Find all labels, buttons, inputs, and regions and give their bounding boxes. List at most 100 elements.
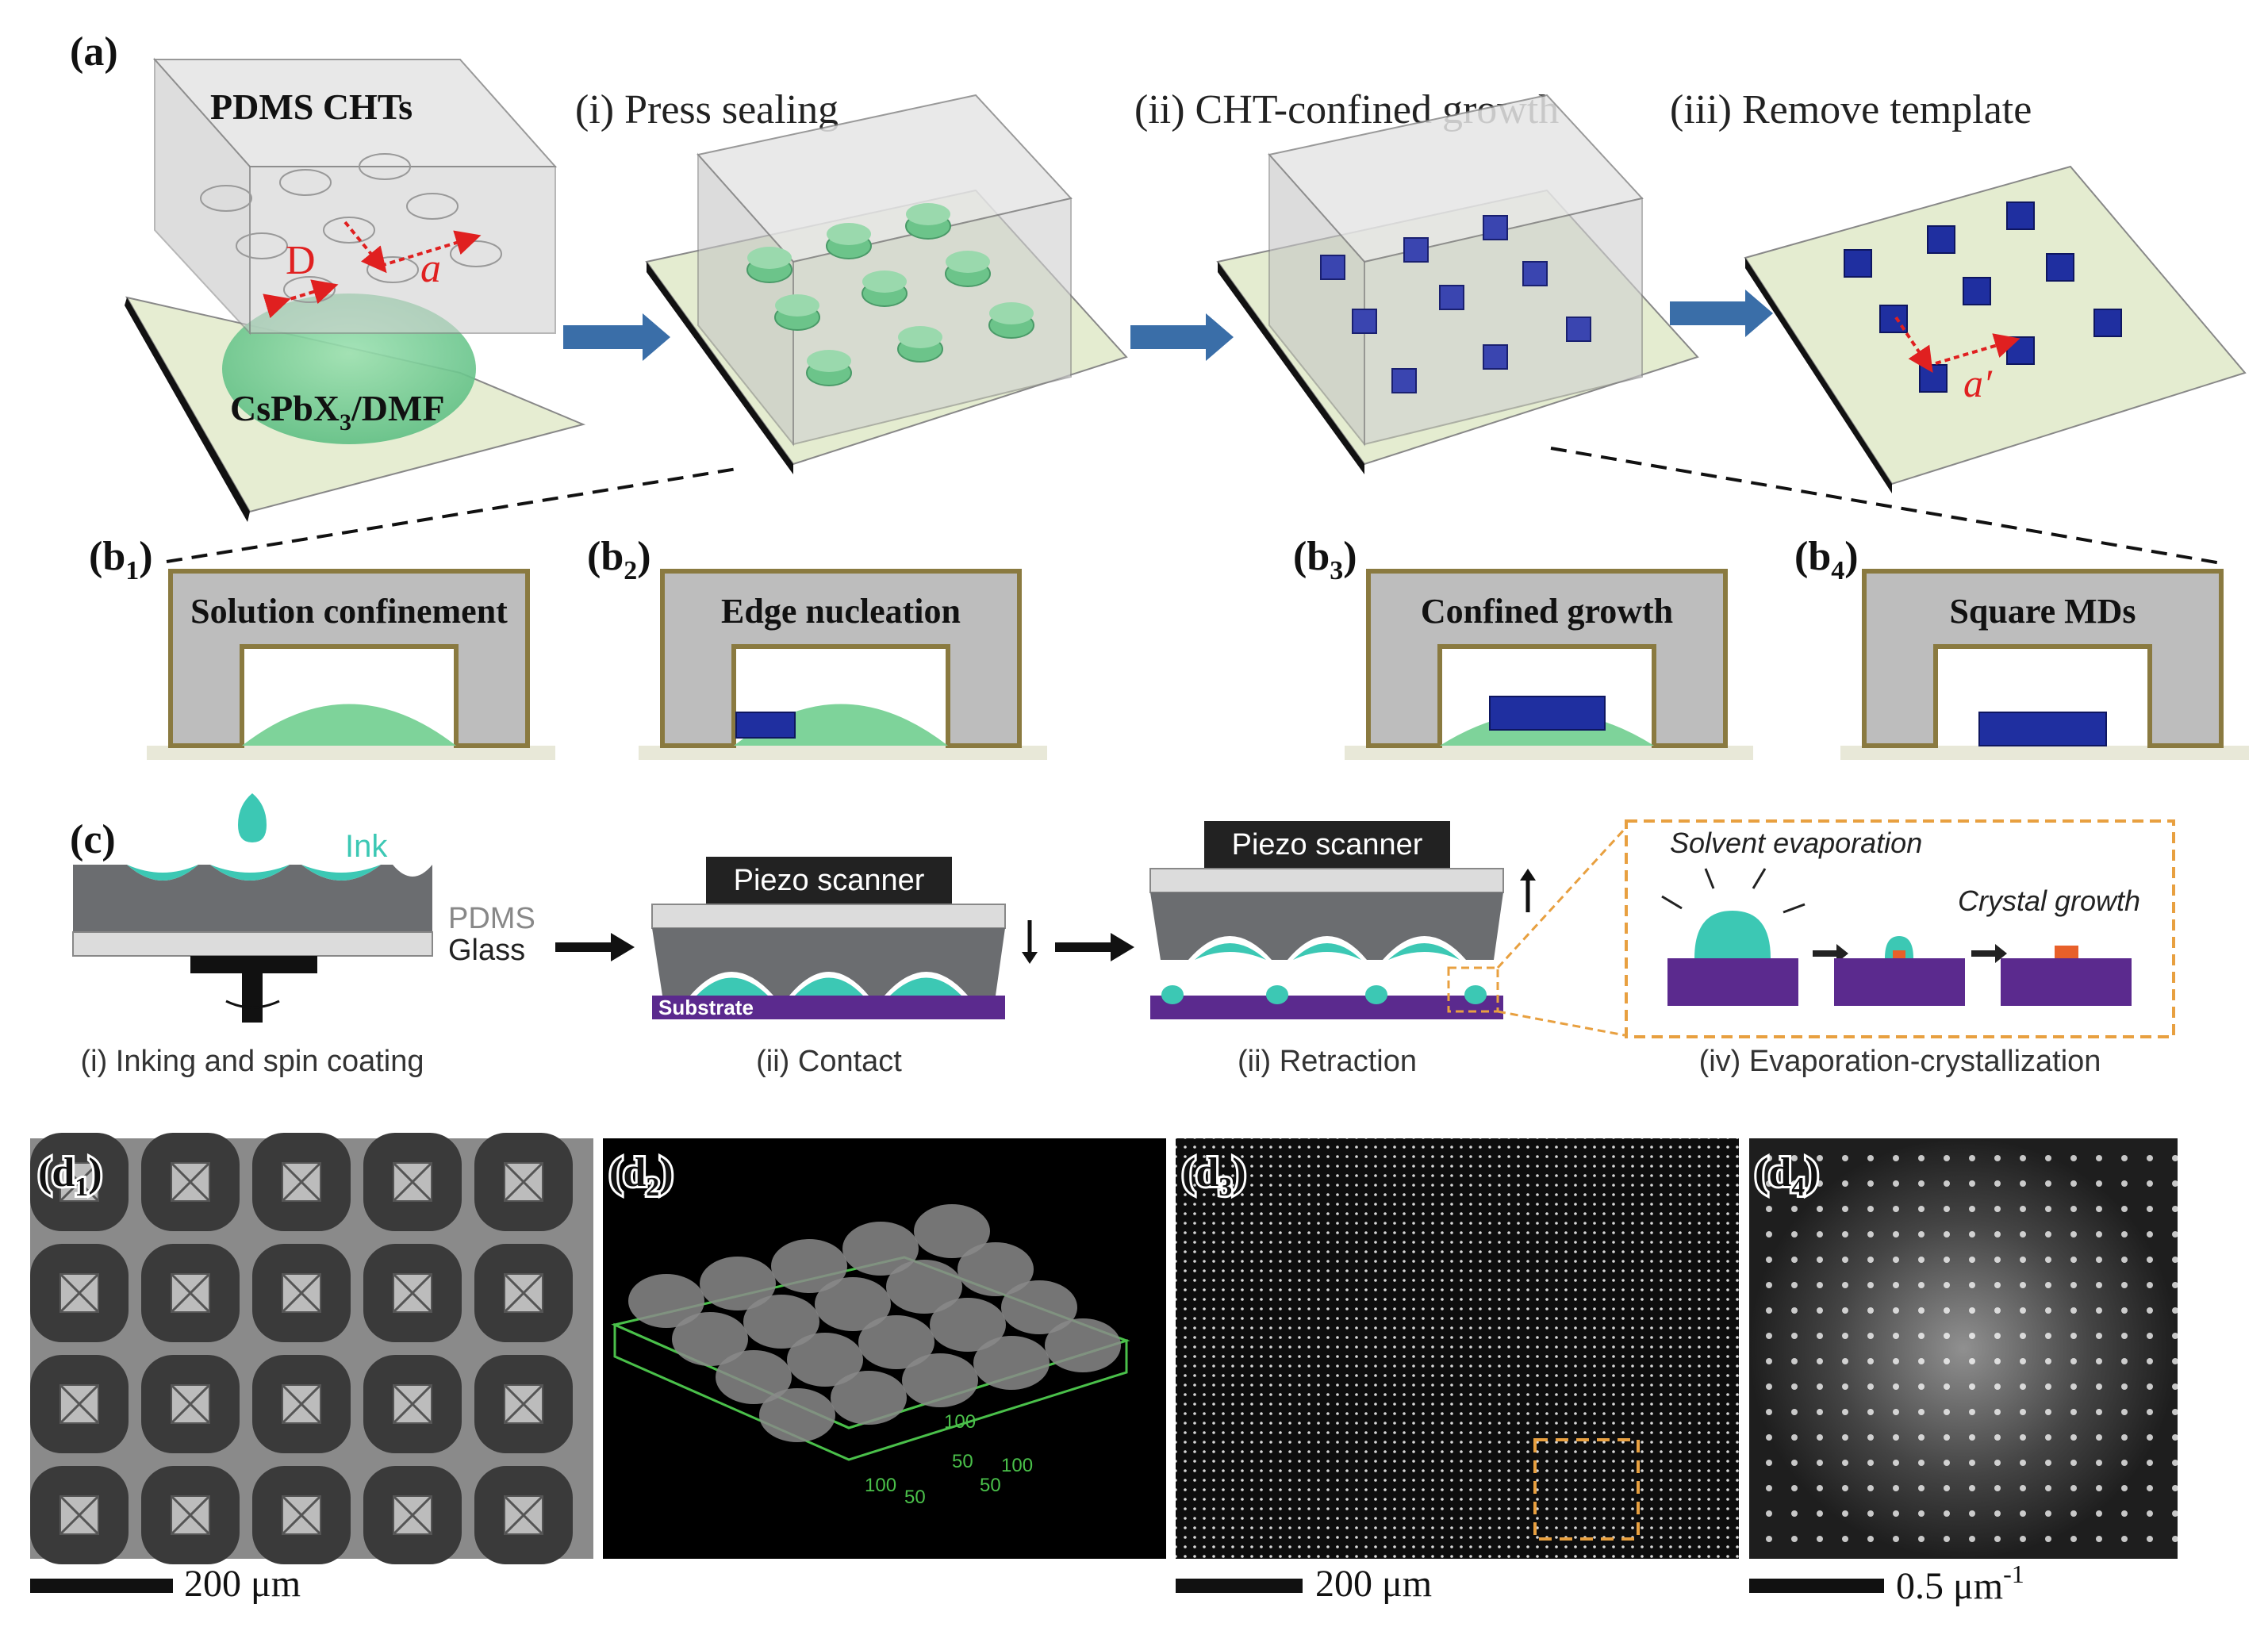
panel-d4-label: (d4) <box>1755 1150 1819 1202</box>
well-cross <box>503 1383 544 1425</box>
residual-droplets <box>1161 985 1487 1004</box>
stage-confined-growth: (ii) CHT-confined growth <box>1134 87 1699 474</box>
d3-selection-box <box>1533 1438 1640 1541</box>
panel-a-label: (a) <box>70 29 118 75</box>
well-cross <box>392 1383 433 1425</box>
d1-scale-bar <box>30 1579 173 1593</box>
confocal-dome <box>914 1204 990 1258</box>
process-arrow-c2 <box>1055 933 1134 961</box>
well-cross <box>170 1272 211 1314</box>
substrate-bar-1 <box>652 996 1005 1019</box>
dimension-d-arrow <box>263 279 339 319</box>
svg-text:50: 50 <box>952 1451 973 1472</box>
spin-arrow-icon <box>225 1000 280 1009</box>
confocal-dome <box>886 1260 962 1314</box>
d4-scale-bar <box>1749 1579 1884 1593</box>
panel-b2-label: (b2) <box>587 534 651 585</box>
ink-drop-icon <box>238 793 267 842</box>
confocal-dome <box>842 1222 919 1276</box>
dimension-a-label: a <box>420 246 441 291</box>
edge-nucleus <box>735 712 796 739</box>
panel-d3-label: (d3) <box>1182 1150 1246 1202</box>
d4-scale-text: 0.5 μm-1 <box>1896 1560 2024 1607</box>
evaporating-droplet <box>1694 911 1771 958</box>
dimension-d-label: D <box>286 238 316 283</box>
evaporation-arrows <box>1661 868 1806 914</box>
panel-d2-label: (d2) <box>609 1150 673 1202</box>
panel-b4-title: Square MDs <box>1949 592 2136 631</box>
svg-text:100: 100 <box>944 1411 976 1433</box>
panel-d1-label: (d1) <box>38 1150 102 1202</box>
crystal-product <box>2055 946 2078 958</box>
panel-b1: (b1) Solution confinement <box>89 534 555 760</box>
d3-scale-text: 200 μm <box>1315 1563 1432 1605</box>
confocal-dome <box>1001 1280 1077 1334</box>
well-cross <box>281 1495 322 1536</box>
panel-c-label: (c) <box>70 817 116 862</box>
well-cross <box>392 1272 433 1314</box>
svg-text:Piezo scanner: Piezo scanner <box>1232 828 1423 861</box>
panel-c: (c) Ink PDMS Glass (i) Inking and spin c… <box>70 793 2175 1078</box>
confocal-dome <box>787 1333 863 1387</box>
crystal-growth-label: Crystal growth <box>1958 884 2140 917</box>
panel-b3-label: (b3) <box>1293 534 1357 585</box>
panel-d2: 100 50 50 100 50 100 (d2) <box>603 1138 1166 1559</box>
confocal-dome <box>759 1388 835 1442</box>
svg-text:Piezo scanner: Piezo scanner <box>734 864 925 897</box>
square-md-crystal <box>1978 712 2107 746</box>
d1-well-array <box>30 1133 573 1564</box>
stage-template-droplet: PDMS CHTs D a CsPbX3/DMF <box>125 57 586 522</box>
d3-scale-bar <box>1176 1579 1303 1593</box>
well-cross <box>503 1272 544 1314</box>
panel-b3: (b3) Confined growth <box>1293 534 1753 760</box>
panel-c-evaporation: Solvent evaporation Crystal growth (iv) … <box>1625 819 2175 1078</box>
panel-d1: (d1) 200 μm <box>30 1133 593 1605</box>
svg-text:100: 100 <box>1001 1455 1033 1476</box>
confocal-dome <box>815 1277 891 1331</box>
confocal-dome <box>716 1350 792 1404</box>
up-arrow-icon <box>1520 869 1536 881</box>
solution-label: CsPbX3/DMF <box>230 388 445 436</box>
well-cross <box>503 1495 544 1536</box>
zoom-line-left <box>166 466 743 563</box>
d3-fluorescence-image <box>1176 1138 1739 1559</box>
panel-b2: (b2) Edge nucleation <box>587 534 1047 760</box>
well-cross <box>59 1495 100 1536</box>
pdms-label: PDMS <box>448 902 535 935</box>
process-arrow-1 <box>563 313 670 361</box>
piezo-scanner-1 <box>706 857 952 904</box>
well-cross <box>503 1161 544 1203</box>
well-cross <box>170 1161 211 1203</box>
zoom-line-right <box>1550 447 2222 565</box>
confocal-dome <box>700 1257 776 1310</box>
confocal-dome <box>1045 1318 1121 1372</box>
process-arrow-3 <box>1670 290 1773 337</box>
confocal-dome <box>973 1336 1050 1390</box>
panel-b1-label: (b1) <box>89 534 153 585</box>
well-cross <box>170 1495 211 1536</box>
glass-label: Glass <box>448 934 525 967</box>
panel-a: (a) PDMS CHTs D a CsPbX3/DMF <box>70 29 2247 565</box>
dimension-a-prime-arrow-2 <box>1935 333 2020 365</box>
confined-crystal-array <box>1320 215 1591 393</box>
panel-c-retraction: Piezo scanner (ii) Retraction <box>1149 821 1626 1078</box>
panel-b2-title: Edge nucleation <box>721 592 961 631</box>
caption-c3: (ii) Retraction <box>1238 1045 1417 1078</box>
svg-text:50: 50 <box>980 1475 1001 1496</box>
template-holes <box>200 153 502 303</box>
confocal-dome <box>930 1298 1006 1352</box>
panel-b4-label: (b4) <box>1794 534 1859 585</box>
confocal-dome <box>831 1371 907 1425</box>
well-cross <box>170 1383 211 1425</box>
well-cross <box>59 1161 100 1203</box>
substrate-bar-2 <box>1150 996 1503 1019</box>
confocal-dome <box>743 1295 819 1349</box>
panel-c-contact: Piezo scanner Substrate (ii) Contact <box>651 857 1038 1078</box>
well-cross <box>281 1272 322 1314</box>
process-arrow-c1 <box>555 933 635 961</box>
d2-axis-ticks: 100 50 50 100 50 100 <box>865 1411 1033 1508</box>
panel-b3-title: Confined growth <box>1421 592 1673 631</box>
ink-label: Ink <box>345 829 388 864</box>
dimension-a-prime-arrow-1 <box>1894 316 1933 373</box>
